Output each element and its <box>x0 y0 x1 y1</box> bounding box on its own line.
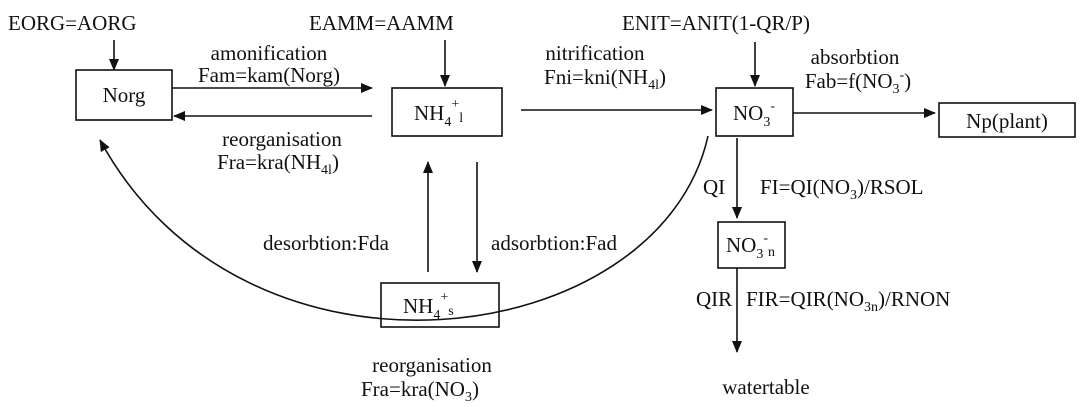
node-no3n-label: NO3-n <box>726 231 775 262</box>
flow-reorganisation-no3-formula: Fra=kra(NO3) <box>361 377 479 405</box>
flow-leaching-no3-name: QI <box>703 175 725 199</box>
flow-leaching-watertable-name: QIR <box>696 287 732 311</box>
node-np-box <box>938 102 1076 138</box>
node-no3-box <box>715 87 794 137</box>
node-nh4l-label: NH4+l <box>414 97 463 130</box>
input-enit-label: ENIT=ANIT(1-QR/P) <box>622 11 810 35</box>
flow-reorganisation-no3-name: reorganisation <box>372 353 492 377</box>
node-nh4l-box <box>391 87 503 137</box>
node-norg-label: Norg <box>103 83 146 107</box>
flow-nitrification-formula: Fni=kni(NH4l) <box>544 65 666 93</box>
node-no3-label: NO3- <box>733 99 775 130</box>
flow-amonification-name: amonification <box>211 41 328 65</box>
flow-adsorption-label: adsorbtion:Fad <box>491 231 617 255</box>
flow-absorption-formula: Fab=f(NO3-) <box>805 68 911 97</box>
node-np-label: Np(plant) <box>966 109 1048 133</box>
node-norg-box <box>75 69 173 121</box>
flow-nitrification-name: nitrification <box>545 41 645 65</box>
sink-watertable-label: watertable <box>722 375 809 399</box>
node-no3n-box <box>717 221 786 269</box>
flow-absorption-name: absorbtion <box>811 45 900 69</box>
flow-desorption-label: desorbtion:Fda <box>263 231 390 255</box>
input-eorg-label: EORG=AORG <box>8 11 137 35</box>
node-nh4s-label: NH4+s <box>403 290 454 323</box>
flow-leaching-no3-formula: FI=QI(NO3)/RSOL <box>760 175 924 203</box>
flow-leaching-watertable-formula: FIR=QIR(NO3n)/RNON <box>746 287 950 315</box>
flow-reorganisation-nh4-name: reorganisation <box>222 127 342 151</box>
arrow-reorganisation-no3-curve <box>99 135 709 321</box>
input-eamm-label: EAMM=AAMM <box>309 11 454 35</box>
flow-amonification-formula: Fam=kam(Norg) <box>198 63 340 87</box>
flow-reorganisation-nh4-formula: Fra=kra(NH4l) <box>217 150 339 178</box>
